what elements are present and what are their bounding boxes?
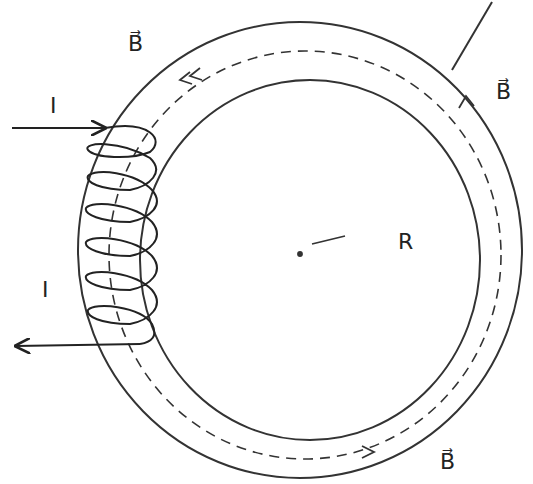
field-label: B⃗	[496, 78, 511, 107]
current-label: I	[42, 276, 49, 305]
toroid-outer-edge	[78, 22, 522, 478]
field-line	[109, 51, 501, 459]
field-arrows	[180, 68, 474, 458]
leader-line	[452, 2, 492, 70]
radius-label: R	[398, 228, 413, 257]
field-label: B⃗	[128, 30, 143, 59]
coil-winding	[12, 126, 157, 346]
radius-mark	[298, 236, 345, 256]
field-label: B⃗	[440, 448, 455, 477]
current-label: I	[50, 92, 57, 121]
toroid-inner-edge	[140, 80, 480, 440]
